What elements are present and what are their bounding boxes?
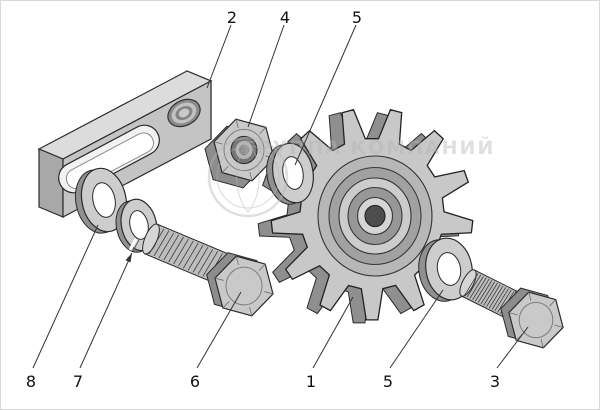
- plate-threaded-hole: [167, 98, 201, 128]
- washer7-shape: [128, 238, 138, 251]
- bolt6-shape: [187, 244, 204, 271]
- bolt3-shape: [469, 275, 484, 299]
- hex-nut-4: [204, 118, 275, 189]
- callout-label-8: 8: [26, 372, 36, 391]
- bolt6-shape: [235, 256, 239, 265]
- bolt3-shape: [459, 269, 477, 297]
- washer-5-front: [266, 142, 314, 205]
- leader-4: [247, 24, 285, 128]
- leader-7: [79, 252, 133, 369]
- bolt6-shape: [192, 247, 209, 273]
- callout-leader-lines: [32, 24, 529, 369]
- nut4-shape: [259, 127, 267, 135]
- bolt3-shape: [480, 281, 496, 305]
- washer5a-shape: [282, 156, 304, 190]
- leader-7-arrowhead: [125, 253, 132, 263]
- bolt3-shape: [549, 299, 557, 307]
- bolt6-shape: [178, 240, 194, 267]
- bolt6-shape: [202, 251, 219, 277]
- bolt6-shape: [173, 238, 189, 265]
- leader-2: [206, 24, 232, 89]
- bolt6-shape: [153, 230, 170, 257]
- flat-washer-8: [74, 167, 128, 234]
- bolt3-shape: [483, 282, 498, 306]
- leader-3: [496, 326, 529, 369]
- callout-label-5-front: 5: [352, 8, 362, 27]
- sprocket-shape: [364, 204, 386, 228]
- bolt3-shape: [463, 273, 479, 296]
- nut4-shape: [235, 119, 239, 128]
- callout-label-6: 6: [190, 372, 200, 391]
- bolt3-shape: [540, 339, 544, 348]
- nut4-shape: [213, 141, 223, 145]
- watermark-emblem-outer: [207, 136, 289, 218]
- bolt6-shape: [163, 234, 179, 261]
- bolt3-shape: [508, 312, 518, 316]
- leader-5-right: [389, 289, 444, 369]
- bolt6-shape: [168, 236, 184, 263]
- leader-6: [196, 291, 242, 369]
- watermark-emblem-inner: [216, 145, 280, 209]
- bolt6-shape: [258, 263, 266, 271]
- bolt3-shape: [497, 289, 512, 313]
- hex-bolt-3: [459, 269, 564, 349]
- bolt6-shape: [182, 242, 199, 269]
- callout-label-5-right: 5: [383, 372, 393, 391]
- watermark-emblem-globe: [236, 141, 260, 213]
- leader-1: [312, 296, 354, 369]
- leader-8: [32, 224, 99, 369]
- callout-labels: 2 4 5 8 7 6 1 5 3: [26, 8, 500, 391]
- watermark-text: ГРУППА КОМПАНИЙ: [243, 136, 496, 159]
- bolt3-shape: [488, 285, 504, 309]
- bolt3-shape: [491, 287, 507, 310]
- callout-label-7: 7: [73, 372, 83, 391]
- callout-label-3: 3: [490, 372, 500, 391]
- bolt6-shape: [158, 232, 175, 259]
- bolt3-shape: [477, 280, 493, 303]
- bolt6-shape: [264, 291, 274, 295]
- bolt6-shape: [249, 307, 253, 316]
- washer7-shape: [132, 239, 140, 252]
- washer5b-shape: [436, 252, 462, 286]
- bolt6-shape: [197, 249, 214, 275]
- leader-5-front: [294, 24, 357, 166]
- bolt6-shape: [225, 266, 263, 306]
- callout-label-4: 4: [280, 8, 290, 27]
- bolt3-shape: [554, 324, 564, 328]
- bolt3-shape: [472, 277, 487, 301]
- washer7-shape: [129, 210, 149, 240]
- callout-label-2: 2: [227, 8, 237, 27]
- bolt3-shape: [466, 274, 482, 298]
- hex-bolt-6: [142, 223, 274, 317]
- bolt3-shape: [528, 292, 532, 301]
- washer-5-right: [418, 237, 473, 302]
- bolt3-shape: [475, 278, 490, 302]
- bolt6-shape: [148, 228, 165, 255]
- nut4-shape: [239, 144, 249, 156]
- nut4-shape: [223, 128, 265, 172]
- bolt6-shape: [222, 301, 230, 309]
- callout-label-1: 1: [306, 372, 316, 391]
- bolt3-shape: [486, 284, 501, 308]
- washer8-shape: [92, 182, 116, 218]
- nut4-shape: [249, 172, 253, 181]
- bolt3-shape: [494, 288, 509, 312]
- bolt6-shape: [214, 277, 224, 281]
- hole-thread-3: [178, 108, 190, 118]
- nut4-shape: [221, 165, 229, 173]
- bolt3-shape: [518, 301, 554, 339]
